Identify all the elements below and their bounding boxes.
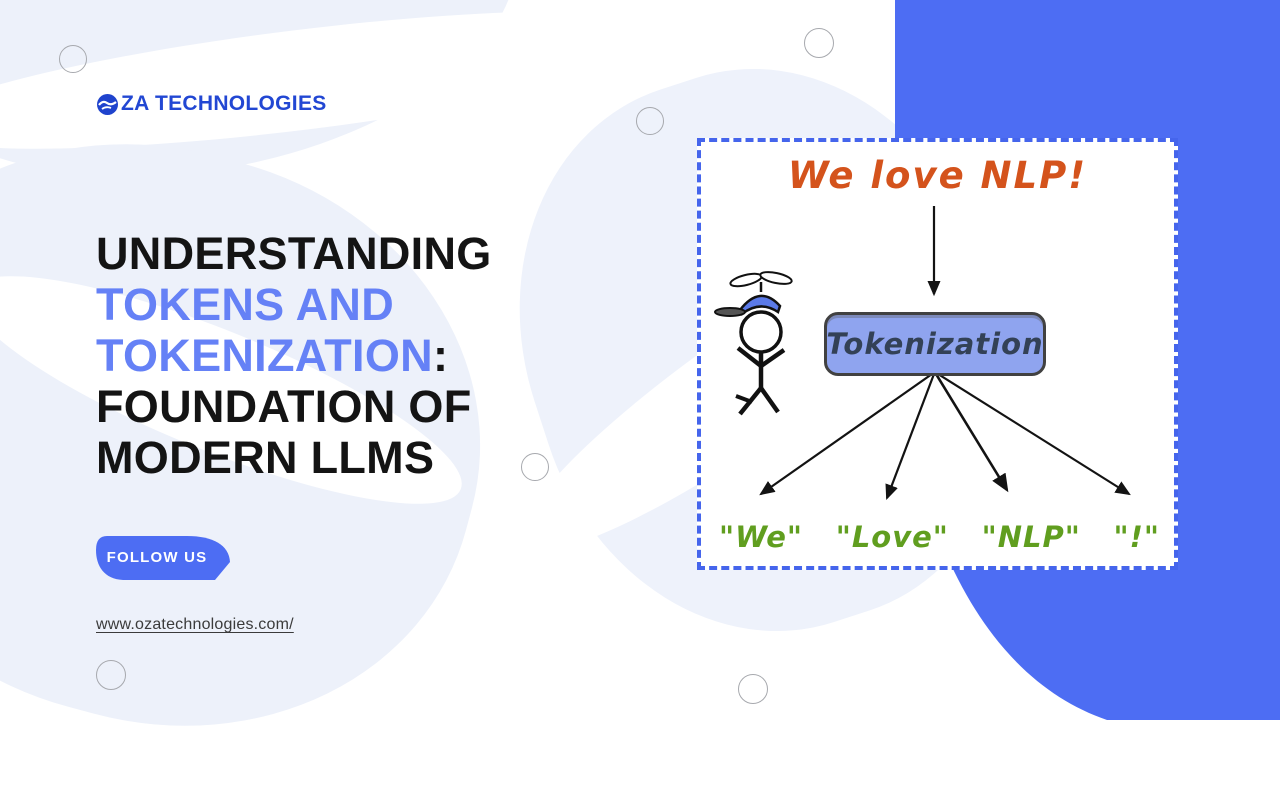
stick-figure-mascot-icon [714,271,793,416]
process-label: Tokenization [826,327,1044,361]
globe-icon [97,93,118,115]
deco-circle [521,453,549,481]
token-label: "We" [719,520,804,554]
token-label: "Love" [835,520,949,554]
brand-logo: ZA TECHNOLOGIES [96,92,327,116]
deco-circle [738,674,768,704]
headline-segment: : [432,330,449,381]
deco-circle [636,107,664,135]
token-label: "!" [1113,520,1160,554]
tokenization-diagram-card: We love NLP! Tokenization "We" "Love" "NLP… [697,138,1178,570]
deco-circle [96,660,126,690]
page-title: UNDERSTANDING TOKENS AND TOKENIZATION: F… [96,228,548,483]
deco-circle [804,28,834,58]
headline-segment: FOUNDATION OF MODERN LLMS [96,381,472,483]
diagram-arrows [759,206,1131,501]
tokenization-process-box: Tokenization [824,312,1046,376]
follow-us-label: FOLLOW US [106,548,208,566]
follow-button-shape [96,536,230,580]
website-link[interactable]: www.ozatechnologies.com/ [96,616,294,633]
brand-wordmark: ZA TECHNOLOGIES [121,92,327,115]
token-row: "We" "Love" "NLP" "!" [719,520,1160,554]
headline-segment: UNDERSTANDING [96,228,492,279]
headline-segment: TOKENS AND TOKENIZATION [96,279,433,381]
input-sentence: We love NLP! [787,154,1088,197]
deco-circle [59,45,87,73]
follow-us-button[interactable]: FOLLOW US [95,535,231,581]
token-label: "NLP" [981,520,1081,554]
